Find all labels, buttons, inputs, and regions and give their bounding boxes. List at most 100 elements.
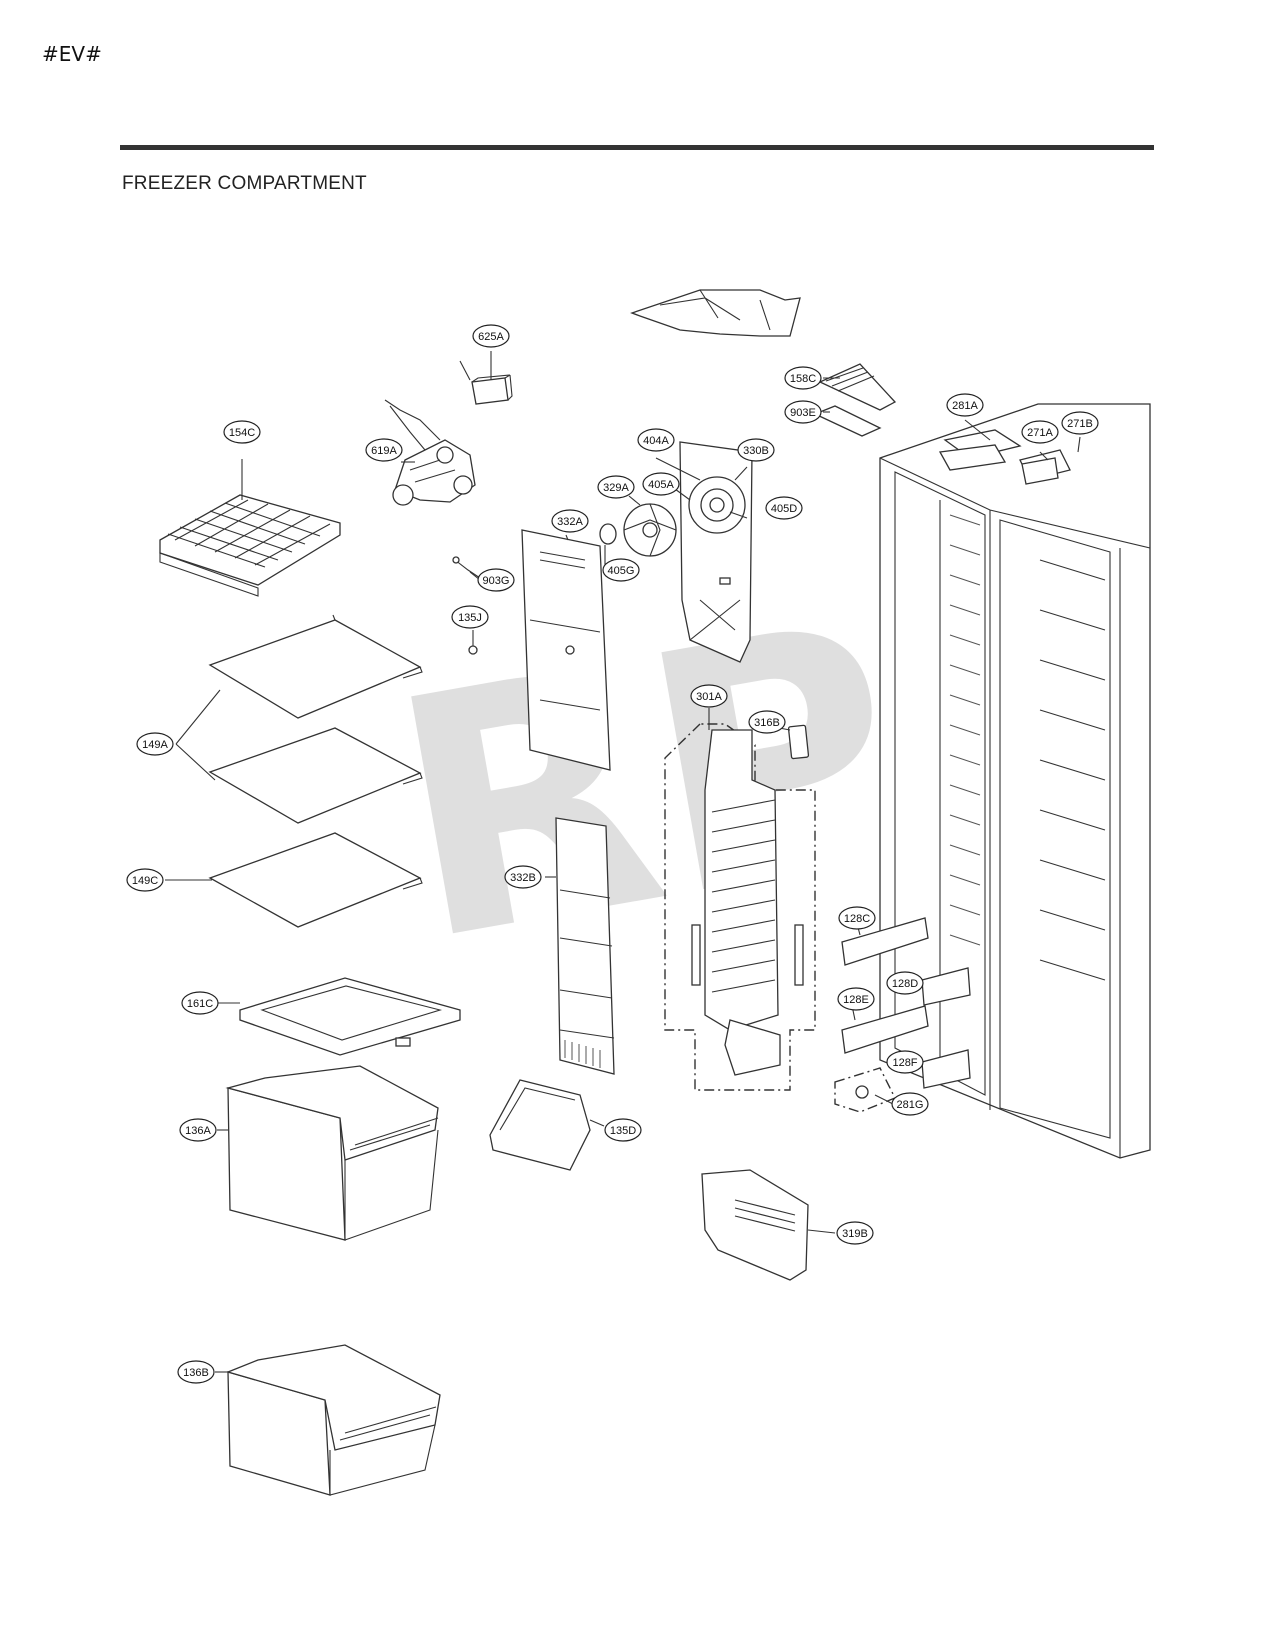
part-number-label: 405G bbox=[608, 565, 635, 577]
callout-oval bbox=[597, 475, 635, 499]
part-number-label: 128C bbox=[844, 913, 870, 925]
callout-oval bbox=[177, 1360, 215, 1384]
part-number-label: 149A bbox=[142, 739, 168, 751]
part-callout: 903E bbox=[784, 400, 822, 424]
storage-bin-lower bbox=[226, 1344, 441, 1496]
callout-oval bbox=[365, 438, 403, 462]
part-callout: 161C bbox=[181, 991, 219, 1015]
title-rule bbox=[120, 145, 1154, 150]
callout-oval bbox=[784, 366, 822, 390]
callout-oval bbox=[765, 496, 803, 520]
part-number-label: 136A bbox=[185, 1125, 211, 1137]
callout-oval bbox=[181, 991, 219, 1015]
part-callout: 154C bbox=[223, 420, 261, 444]
callout-oval bbox=[637, 428, 675, 452]
callout-oval bbox=[737, 438, 775, 462]
part-callout: 158C bbox=[784, 366, 822, 390]
callout-oval bbox=[223, 420, 261, 444]
callout-oval bbox=[886, 1050, 924, 1074]
part-callout: 128F bbox=[886, 1050, 924, 1074]
callout-oval bbox=[504, 865, 542, 889]
drawer-cover-part bbox=[489, 1079, 591, 1171]
part-callout: 625A bbox=[472, 324, 510, 348]
part-labels: 625A158C903E281A271A271B154C619A404A330B… bbox=[126, 324, 1099, 1384]
part-callout: 281A bbox=[946, 393, 984, 417]
callout-oval bbox=[642, 472, 680, 496]
part-callout: 404A bbox=[637, 428, 675, 452]
part-callout: 405D bbox=[765, 496, 803, 520]
top-hinge-part bbox=[1021, 457, 1059, 485]
part-number-label: 329A bbox=[603, 482, 629, 494]
part-callout: 405A bbox=[642, 472, 680, 496]
callout-oval bbox=[126, 868, 164, 892]
part-number-label: 330B bbox=[743, 445, 769, 457]
part-number-label: 625A bbox=[478, 331, 504, 343]
leader-lines bbox=[165, 351, 1081, 1373]
pad-part bbox=[813, 405, 882, 437]
part-callout: 330B bbox=[737, 438, 775, 462]
callout-oval bbox=[551, 509, 589, 533]
callout-oval bbox=[886, 971, 924, 995]
part-number-label: 332A bbox=[557, 516, 583, 528]
top-duct-cover bbox=[630, 289, 801, 337]
part-callout: 128C bbox=[838, 906, 876, 930]
part-callout: 405G bbox=[602, 558, 640, 582]
part-callout: 332A bbox=[551, 509, 589, 533]
cap-part bbox=[599, 523, 617, 545]
part-number-label: 301A bbox=[696, 691, 722, 703]
upper-cover-panel bbox=[521, 529, 611, 771]
top-bracket-part bbox=[938, 444, 1007, 471]
callout-oval bbox=[451, 605, 489, 629]
part-number-label: 405A bbox=[648, 479, 674, 491]
callout-oval bbox=[604, 1118, 642, 1142]
part-number-label: 128E bbox=[843, 994, 869, 1006]
part-callout: 136A bbox=[179, 1118, 217, 1142]
cabinet-body bbox=[879, 403, 1151, 1159]
shelf-cover-part bbox=[159, 494, 341, 597]
part-callout: 135J bbox=[451, 605, 489, 629]
part-callout: 316B bbox=[748, 710, 786, 734]
rail-bracket-lower bbox=[921, 1049, 971, 1089]
part-number-label: 332B bbox=[510, 872, 536, 884]
part-number-label: 149C bbox=[132, 875, 158, 887]
part-callout: 332B bbox=[504, 865, 542, 889]
glass-shelf-upper bbox=[208, 614, 423, 719]
callout-oval bbox=[477, 568, 515, 592]
callout-oval bbox=[838, 906, 876, 930]
callout-oval bbox=[784, 400, 822, 424]
plug-part bbox=[468, 645, 478, 655]
sensor-box-part bbox=[459, 360, 513, 405]
part-callout: 128D bbox=[886, 971, 924, 995]
part-number-label: 135J bbox=[458, 612, 482, 624]
part-callout: 136B bbox=[177, 1360, 215, 1384]
page-code: #EV# bbox=[42, 42, 102, 66]
part-number-label: 135D bbox=[610, 1125, 636, 1137]
evaporator-part bbox=[664, 723, 816, 1091]
part-number-label: 281G bbox=[897, 1099, 924, 1111]
part-callout: 271A bbox=[1021, 420, 1059, 444]
glass-shelf-middle bbox=[208, 727, 423, 824]
part-callout: 149C bbox=[126, 868, 164, 892]
callout-oval bbox=[891, 1092, 929, 1116]
callout-oval bbox=[690, 684, 728, 708]
water-valve-part bbox=[384, 399, 476, 506]
part-number-label: 281A bbox=[952, 400, 978, 412]
part-number-label: 319B bbox=[842, 1228, 868, 1240]
part-callout: 619A bbox=[365, 438, 403, 462]
callout-oval bbox=[602, 558, 640, 582]
part-number-label: 128F bbox=[892, 1057, 917, 1069]
callout-oval bbox=[1061, 411, 1099, 435]
glass-shelf-lower bbox=[208, 832, 423, 928]
part-number-label: 161C bbox=[187, 998, 213, 1010]
part-number-label: 158C bbox=[790, 373, 816, 385]
drawer-rail-lower bbox=[841, 1005, 929, 1054]
callout-oval bbox=[136, 732, 174, 756]
section-title: FREEZER COMPARTMENT bbox=[122, 173, 367, 194]
part-callout: 149A bbox=[136, 732, 174, 756]
storage-bin-upper bbox=[225, 1065, 439, 1241]
callout-oval bbox=[1021, 420, 1059, 444]
heater-pad-part bbox=[787, 724, 810, 760]
part-number-label: 271A bbox=[1027, 427, 1053, 439]
part-callout: 281G bbox=[891, 1092, 929, 1116]
part-callout: 301A bbox=[690, 684, 728, 708]
